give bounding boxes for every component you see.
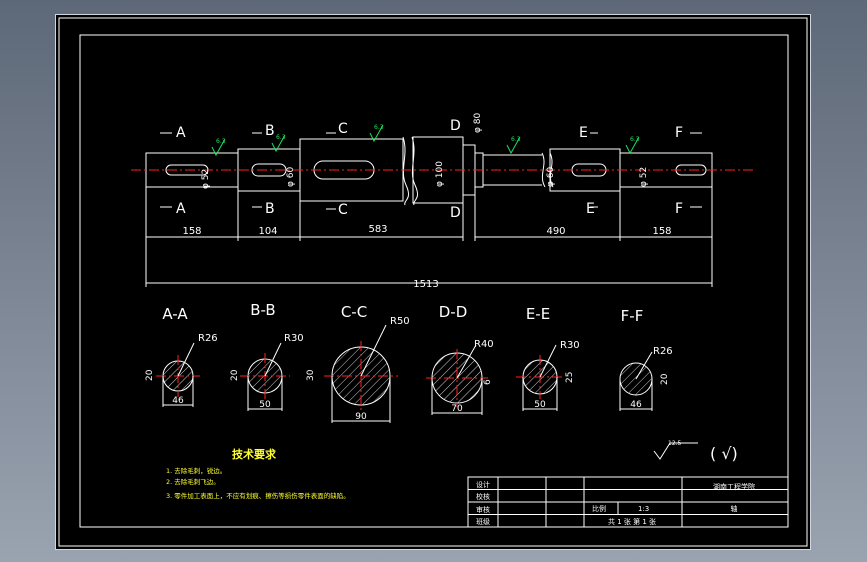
section-ff: R26 46 20 — [619, 346, 673, 411]
svg-text:6.3: 6.3 — [374, 124, 384, 131]
tb-scale: 1:3 — [638, 505, 649, 513]
cut-label-a-bottom: A — [176, 201, 186, 217]
svg-text:90: 90 — [355, 412, 367, 422]
tb-design: 设计 — [476, 480, 490, 489]
dim-490: 490 — [546, 226, 565, 237]
section-title-ee: E-E — [526, 305, 550, 323]
tb-check: 校核 — [476, 492, 490, 501]
svg-text:50: 50 — [534, 400, 546, 410]
section-cut-e: E E — [579, 125, 598, 217]
svg-text:12.5: 12.5 — [668, 440, 682, 447]
section-cc: R50 90 30 — [306, 316, 410, 423]
svg-text:30: 30 — [306, 369, 316, 381]
cut-label-a-top: A — [176, 125, 186, 141]
svg-text:20: 20 — [660, 373, 670, 385]
break-line-c2 — [411, 136, 419, 206]
svg-text:20: 20 — [230, 369, 240, 381]
section-ee: R30 50 25 — [516, 340, 580, 411]
section-cut-d: D D — [450, 118, 461, 221]
svg-text:R26: R26 — [198, 333, 218, 344]
svg-text:46: 46 — [172, 396, 184, 406]
svg-text:6.3: 6.3 — [630, 136, 640, 143]
svg-text:6.3: 6.3 — [511, 136, 521, 143]
break-line-c1 — [402, 136, 410, 206]
dim-158-right: 158 — [652, 226, 671, 237]
svg-text:46: 46 — [630, 400, 642, 410]
outer-frame — [58, 17, 808, 547]
cut-label-f-top: F — [675, 125, 683, 141]
section-title-cc: C-C — [341, 303, 367, 321]
section-bb: R30 50 20 — [230, 333, 304, 411]
svg-text:R40: R40 — [474, 339, 494, 350]
svg-text:6.3: 6.3 — [276, 134, 286, 141]
dimension-lines — [145, 187, 713, 287]
section-dd: R40 70 6 — [426, 339, 494, 415]
general-roughness-symbol: 12.5 ( √) — [653, 440, 738, 463]
shaft-main-view: A A B B C C D D E E F F φ 52 φ 60 — [131, 112, 754, 290]
cut-label-c-top: C — [338, 121, 348, 137]
svg-text:R50: R50 — [390, 316, 410, 327]
cut-label-f-bottom: F — [675, 201, 683, 217]
dim-104: 104 — [258, 226, 277, 237]
cut-label-b-bottom: B — [265, 201, 275, 217]
roughness-paren: ( √) — [710, 444, 738, 463]
technical-requirements: 技术要求 1. 去除毛刺，锐边。 2. 去除毛刺飞边。 3. 零件加工表面上，不… — [166, 447, 350, 500]
tb-sheets: 共 1 张 第 1 张 — [608, 517, 656, 526]
title-block: 设计 校核 审核 班级 湖南工程学院 轴 比例 1:3 共 1 张 第 1 张 — [467, 476, 789, 528]
drawing-canvas: A A B B C C D D E E F F φ 52 φ 60 — [55, 14, 811, 550]
cad-drawing: A A B B C C D D E E F F φ 52 φ 60 — [58, 17, 808, 547]
tb-scale-label: 比例 — [592, 504, 606, 513]
svg-text:R30: R30 — [284, 333, 304, 344]
section-views: A-A B-B C-C D-D E-E F-F R26 46 20 R30 50… — [145, 301, 673, 423]
cut-label-b-top: B — [265, 123, 275, 139]
tb-review: 审核 — [476, 505, 490, 514]
dim-583: 583 — [368, 224, 387, 235]
section-title-aa: A-A — [162, 305, 188, 323]
svg-text:6: 6 — [483, 379, 493, 385]
tech-req-item-3: 3. 零件加工表面上，不应有划痕、擦伤等损伤零件表面的缺陷。 — [166, 491, 350, 500]
dim-158-left: 158 — [182, 226, 201, 237]
cut-label-c-bottom: C — [338, 202, 348, 218]
tech-req-item-2: 2. 去除毛刺飞边。 — [166, 477, 220, 486]
svg-text:6.3: 6.3 — [216, 138, 226, 145]
tech-req-item-1: 1. 去除毛刺，锐边。 — [166, 466, 226, 475]
section-title-dd: D-D — [439, 303, 468, 321]
tech-req-title: 技术要求 — [232, 447, 277, 461]
inner-frame — [79, 34, 789, 528]
svg-text:R26: R26 — [653, 346, 673, 357]
section-cut-a: A A — [160, 125, 186, 217]
section-title-ff: F-F — [621, 307, 644, 325]
diameter-f-label: φ 52 — [639, 167, 649, 187]
cut-label-e-bottom: E — [586, 201, 595, 217]
section-aa: R26 46 20 — [145, 333, 218, 407]
svg-text:50: 50 — [259, 400, 271, 410]
svg-text:20: 20 — [145, 369, 155, 381]
section-cut-b: B B — [252, 123, 275, 217]
section-title-bb: B-B — [250, 301, 275, 319]
cut-label-e-top: E — [579, 125, 588, 141]
diameter-d-label: φ 80 — [473, 112, 483, 133]
svg-text:25: 25 — [565, 372, 575, 383]
dim-1513-total: 1513 — [413, 279, 438, 290]
tb-school: 湖南工程学院 — [713, 482, 755, 491]
section-cut-c: C C — [326, 121, 348, 218]
cut-label-d-top: D — [450, 118, 461, 134]
cut-label-d-bottom: D — [450, 205, 461, 221]
diameter-a-label: φ 52 — [201, 169, 211, 189]
section-cut-f: F F — [675, 125, 702, 217]
tb-part-name: 轴 — [731, 504, 738, 513]
svg-text:R30: R30 — [560, 340, 580, 351]
diameter-c-label: φ 100 — [435, 161, 445, 187]
svg-text:70: 70 — [451, 404, 463, 414]
tb-class: 班级 — [476, 517, 490, 526]
diameter-b-label: φ 60 — [286, 166, 296, 187]
roughness-marks: 6.3 6.3 6.3 6.3 6.3 — [211, 124, 640, 157]
break-line-e1 — [541, 152, 546, 188]
diameter-e-label: φ 60 — [546, 166, 556, 187]
